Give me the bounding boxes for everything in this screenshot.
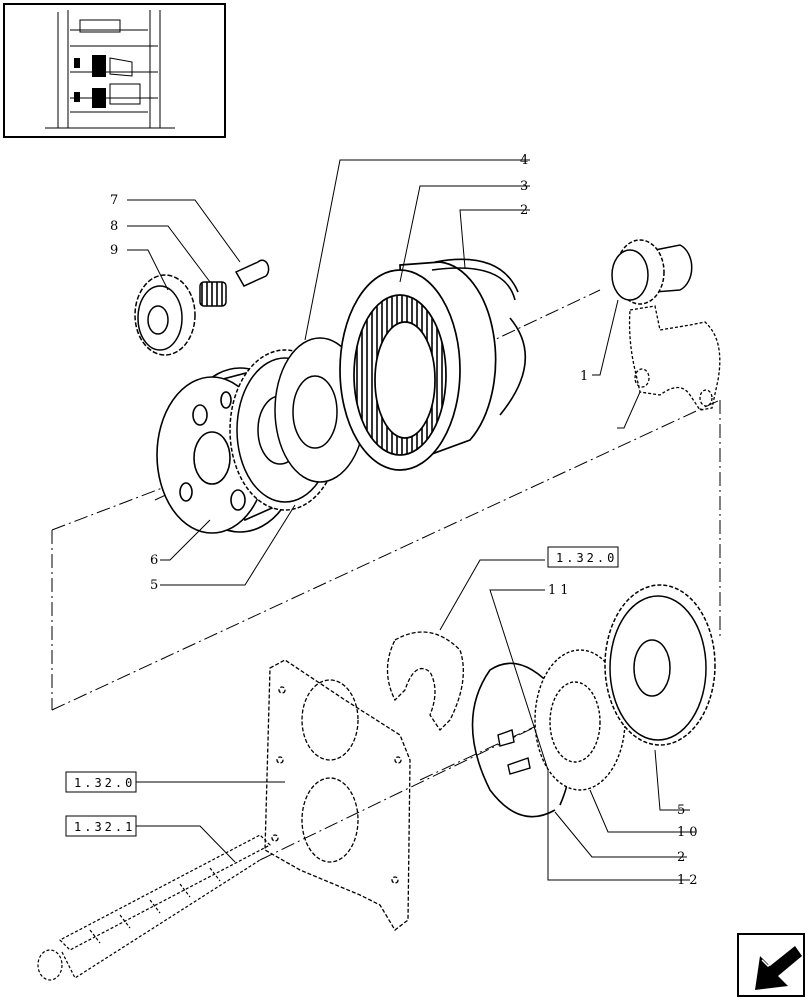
spur-gear-lower [604, 584, 716, 746]
callout-7: 7 [110, 193, 118, 208]
arrow-back-icon [755, 946, 802, 990]
callout-2-lower: 2 [677, 850, 685, 865]
pin [234, 259, 270, 287]
thrust-washer [386, 631, 464, 732]
reference-label: 1.32.0 [556, 551, 617, 565]
callout-3: 3 [520, 179, 528, 194]
sliding-sleeve [611, 239, 693, 305]
callout-5-upper: 5 [150, 578, 158, 593]
reference-label: 1.32.1 [74, 820, 135, 834]
callout-1: 1 [580, 369, 588, 384]
callout-labels: 1 2 2 3 4 5 5 6 7 8 9 10 11 12 [110, 153, 702, 888]
needle-bearing [199, 281, 227, 307]
callout-2-upper: 2 [520, 203, 528, 218]
leader-lines [127, 159, 695, 881]
callout-8: 8 [110, 219, 118, 234]
callout-10: 10 [677, 825, 702, 840]
pinion-gear [134, 274, 196, 356]
reference-box-left-2[interactable]: 1.32.1 [65, 815, 137, 837]
callout-9: 9 [110, 243, 118, 258]
callout-6: 6 [150, 553, 158, 568]
callout-12: 12 [677, 873, 702, 888]
callout-5-lower: 5 [677, 803, 685, 818]
spline-shaft [37, 834, 272, 981]
cover-plate [264, 659, 411, 931]
dowel-pins [497, 729, 531, 775]
back-navigation-button[interactable] [737, 933, 805, 997]
callout-4: 4 [520, 153, 528, 168]
shift-fork [628, 305, 721, 411]
callout-11: 11 [548, 583, 573, 598]
ring-gear [339, 261, 497, 471]
reference-box-left-1[interactable]: 1.32.0 [65, 771, 137, 793]
thumbnail-locator [3, 3, 226, 138]
reference-label: 1.32.0 [74, 776, 135, 790]
reference-box-top[interactable]: 1.32.0 [547, 546, 619, 568]
snap-ring-upper [431, 258, 527, 416]
